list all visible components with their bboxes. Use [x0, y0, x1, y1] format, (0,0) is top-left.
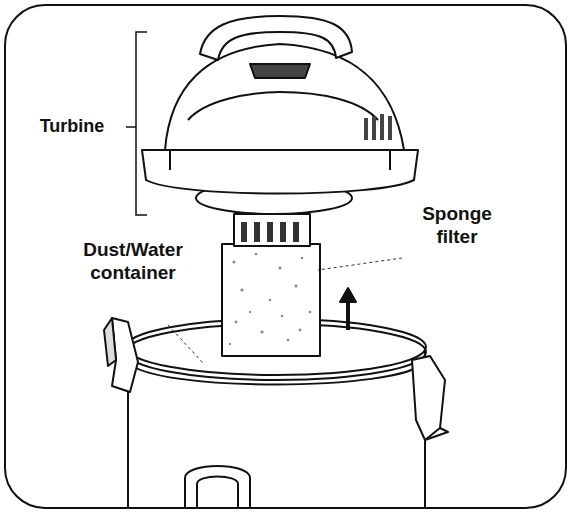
- turbine-vents: [364, 114, 392, 140]
- lift-arrow-head: [340, 288, 356, 302]
- filter-leader: [318, 258, 402, 270]
- hose-inlet: [185, 466, 250, 508]
- right-latch-tip: [425, 428, 448, 440]
- container-leader: [168, 325, 204, 364]
- flange-details: [170, 150, 390, 170]
- picture-frame: [5, 5, 566, 508]
- right-latch: [412, 356, 445, 440]
- left-latch-side: [104, 318, 116, 366]
- lift-arrow-shaft: [346, 300, 350, 330]
- part-label: Turbine: [22, 116, 122, 138]
- part-label: Sponge filter: [407, 203, 507, 249]
- turbine-bracket: [126, 32, 147, 215]
- turbine-handle: [200, 16, 352, 60]
- sponge-texture: [229, 253, 312, 345]
- turbine-housing: [165, 44, 404, 150]
- turbine-switch: [250, 64, 310, 78]
- part-label: Dust/Water container: [63, 239, 203, 285]
- filter-cage-ribs: [241, 222, 299, 242]
- hose-inlet-inner: [197, 477, 238, 509]
- filter-cage: [234, 214, 310, 246]
- turbine-flange: [142, 150, 418, 194]
- sponge-filter: [222, 244, 320, 356]
- turbine-contour: [188, 92, 378, 120]
